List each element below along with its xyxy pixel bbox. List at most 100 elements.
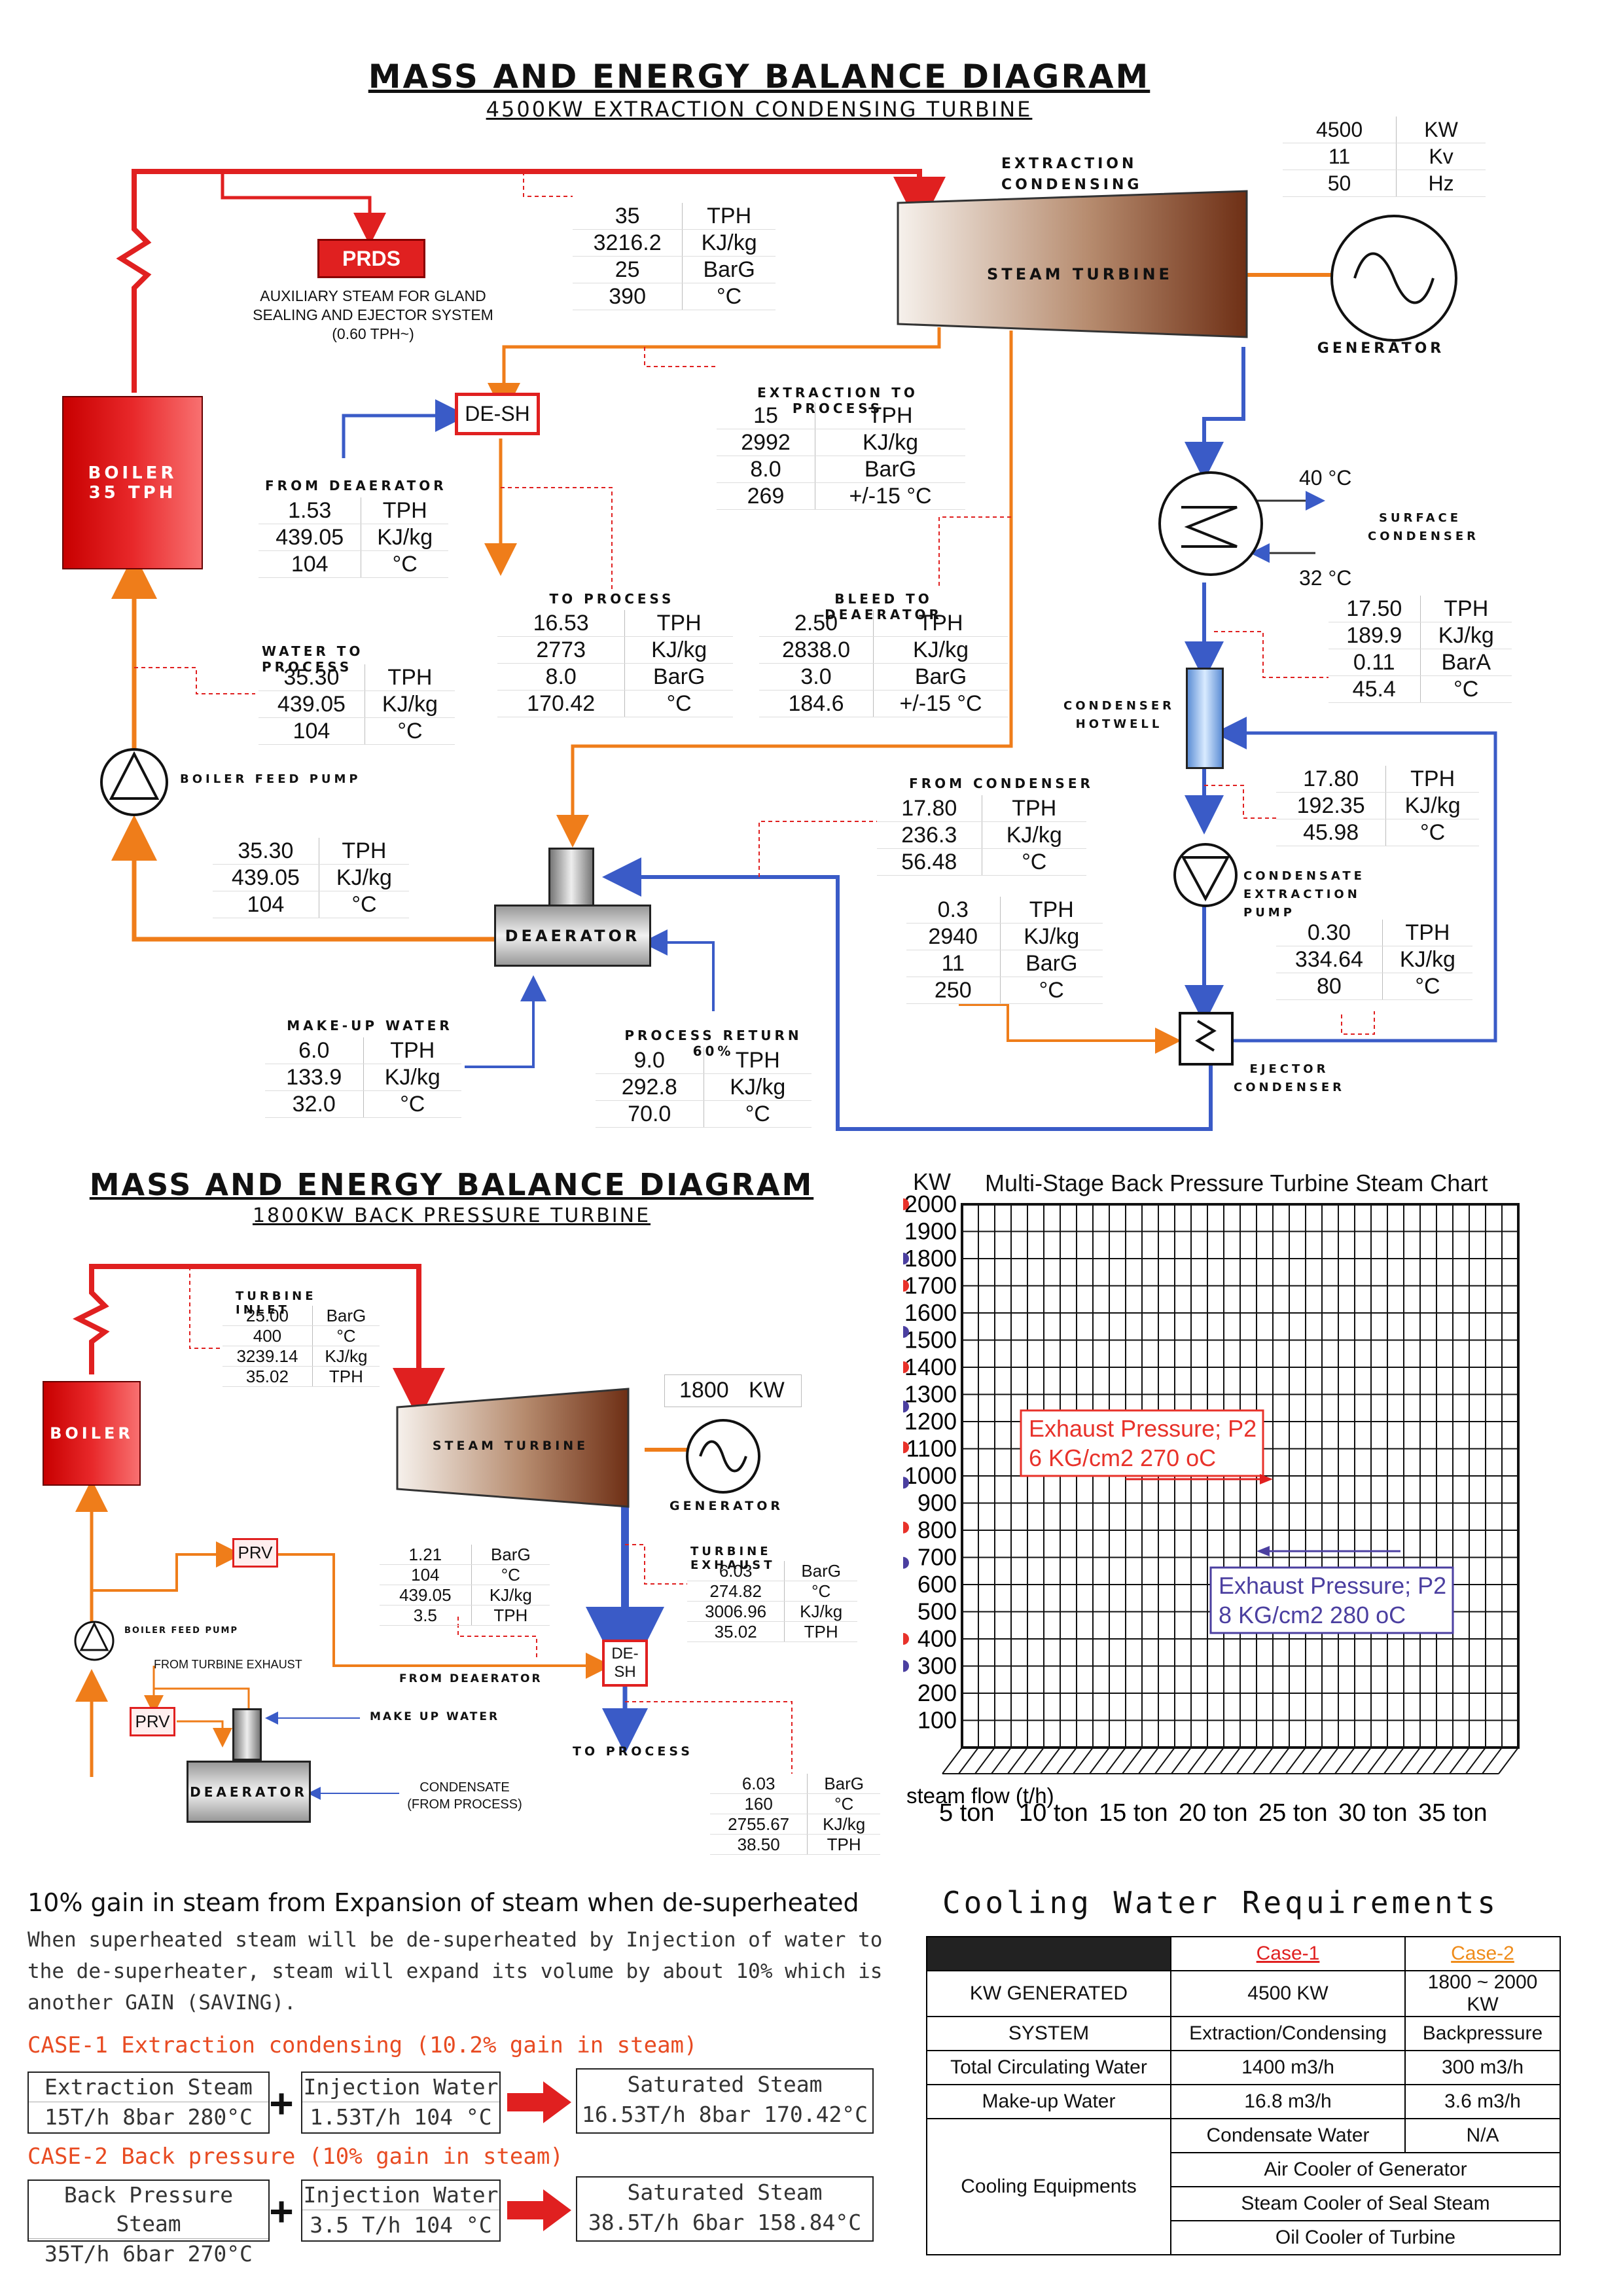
grid-line [1269,1747,1290,1774]
cooling-case1: Case-1 [1170,1936,1406,1971]
grid-line [1089,1747,1110,1774]
case1-a-val: 15T/h 8bar 280°C [45,2104,253,2130]
y-tick-label: 800 [918,1516,957,1543]
cell: 3.6 m3/h [1404,2084,1561,2119]
cell: °C [319,891,409,918]
x-tick-label: 5 ton [939,1799,995,1827]
cell: °C [704,1100,812,1128]
case2-a-title: Back Pressure Steam [29,2181,268,2239]
case1-a: Extraction Steam 15T/h 8bar 280°C [27,2072,270,2134]
data-point [903,1326,909,1338]
cell: °C [1420,675,1512,703]
cell: KJ/kg [624,636,733,664]
cell: 0.3 [906,897,1001,924]
data-point [903,1556,909,1569]
grid-line [1138,1747,1159,1774]
chart-ylabel: KW [913,1168,951,1195]
annotation-arrowhead [1257,1546,1270,1556]
cell: °C [312,1325,380,1346]
cell: 104 [259,717,365,745]
cell: TPH [815,403,965,429]
gain-body: When superheated steam will be de-superh… [27,1928,883,2015]
cell: 3239.14 [223,1346,313,1367]
cell: BarG [784,1561,857,1581]
cell: BarA [1420,649,1512,676]
cell: 8.0 [717,456,816,483]
cell: KJ/kg [982,821,1086,849]
from-turbine-exhaust: FROM TURBINE EXHAUST [154,1658,302,1671]
case2-plus: + [270,2188,294,2234]
cell: KJ/kg [784,1601,857,1622]
cell: 2940 [906,923,1001,950]
case2-c-val: 38.5T/h 6bar 158.84°C [588,2210,862,2235]
cell: TPH [807,1834,880,1855]
cell: KJ/kg [365,691,455,718]
cond-temp-out: 32 °C [1299,566,1352,590]
cell: Air Cooler of Generator [1170,2152,1561,2187]
prv-top: PRV [232,1538,278,1568]
case1-a-title: Extraction Steam [29,2073,268,2102]
prds-note: AUXILIARY STEAM FOR GLAND SEALING AND EJ… [253,287,493,342]
series-label: 8 KG/cm2 280 oC [1219,1602,1406,1628]
cell: 439.05 [380,1585,472,1605]
cell: KW GENERATED [926,1970,1171,2017]
case1-arrow-icon [507,2081,571,2123]
turbine-type: EXTRACTION CONDENSING [1001,156,1143,193]
cell: BarG [312,1306,380,1326]
grid-line [1498,1747,1519,1774]
cell: 0.30 [1276,920,1383,946]
case2-title: CASE-2 Back pressure (10% gain in steam) [27,2144,563,2170]
y-tick-label: 1400 [904,1354,957,1380]
cell: BarG [807,1774,880,1794]
cell: 3006.96 [687,1601,785,1622]
condensate-pump-icon [1173,843,1238,907]
cell: 35.02 [223,1366,313,1387]
case1-b-title: Injection Water [302,2073,499,2102]
cell: KJ/kg [363,1064,461,1091]
data-point [903,1401,909,1413]
cell: 25.00 [223,1306,313,1326]
bottom-desh: DE-SH [602,1640,648,1687]
cell: TPH [361,497,448,524]
cell: 1.53 [259,497,362,524]
cell: °C [784,1581,857,1602]
cell: 1400 m3/h [1170,2050,1406,2085]
grid-line [1367,1747,1388,1774]
bottom-to-process-label: TO PROCESS [573,1744,693,1759]
cell: 8.0 [497,663,626,691]
bottom-generator-icon [686,1419,760,1494]
cell: °C [1385,819,1479,846]
cell: 35.02 [687,1621,785,1642]
cell: °C [682,283,776,310]
ejector-label: EJECTOR CONDENSER [1234,1062,1345,1094]
generator-label: GENERATOR [1317,340,1445,357]
cell: °C [363,1090,461,1118]
cell: Make-up Water [926,2084,1171,2119]
cell: Backpressure [1404,2016,1561,2051]
deaerator: DEAERATOR [494,905,651,967]
bottom-feed-pump-label: BOILER FEED PUMP [124,1626,239,1636]
x-tick-label: 30 ton [1338,1799,1408,1827]
cell: 1800 ~ 2000 KW [1404,1970,1561,2017]
top-piping [111,169,1497,1131]
grid-line [1285,1747,1306,1774]
cell: 9.0 [596,1047,704,1074]
cell: TPH [1420,596,1512,622]
y-tick-label: 600 [918,1571,957,1598]
x-axis-label: steam flow (t/h) [906,1784,1054,1808]
cell: 104 [259,550,362,578]
cell: SYSTEM [926,2016,1171,2051]
ejector-condenser-icon [1179,1012,1234,1066]
case1-c-title: Saturated Steam [627,2072,823,2097]
cell: 160 [710,1793,808,1814]
hotwell-label: CONDENSER HOTWELL [1063,699,1175,731]
cell: 2755.67 [710,1814,808,1835]
cell: TPH [1000,897,1103,924]
